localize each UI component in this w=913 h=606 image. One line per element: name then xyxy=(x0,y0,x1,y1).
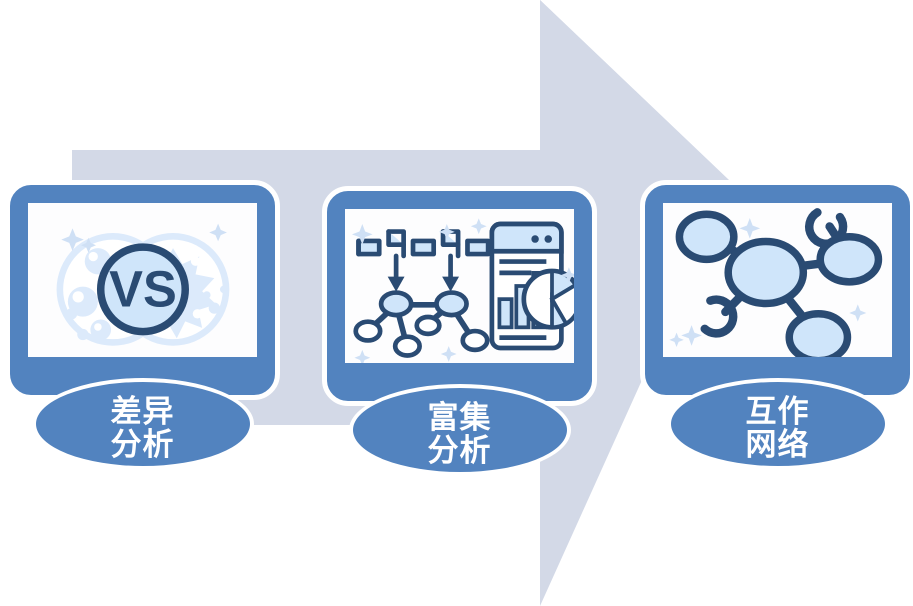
monitor-frame xyxy=(640,180,913,400)
monitor-frame xyxy=(322,186,597,406)
vs-text: VS xyxy=(109,260,177,317)
monitor-screen xyxy=(345,209,574,363)
monitor-screen: VS xyxy=(28,203,257,357)
monitor-frame: VS xyxy=(5,180,280,400)
sparkle-icon xyxy=(61,223,227,253)
step-card-3[interactable]: 互作 网络 xyxy=(640,180,913,470)
interaction-network-icon xyxy=(669,208,883,357)
step-card-1[interactable]: VS 差异 分析 xyxy=(5,180,280,470)
monitor-base xyxy=(31,378,254,470)
step-card-2[interactable]: 富集 分析 xyxy=(322,186,597,476)
enrichment-network-chart-icon xyxy=(351,218,574,363)
sparkle-icon xyxy=(669,218,867,348)
monitor-base xyxy=(348,384,571,476)
sparkle-icon xyxy=(351,218,574,363)
vs-circles-icon: VS xyxy=(56,223,230,346)
monitor-base xyxy=(666,378,889,470)
monitor-screen xyxy=(663,203,892,357)
